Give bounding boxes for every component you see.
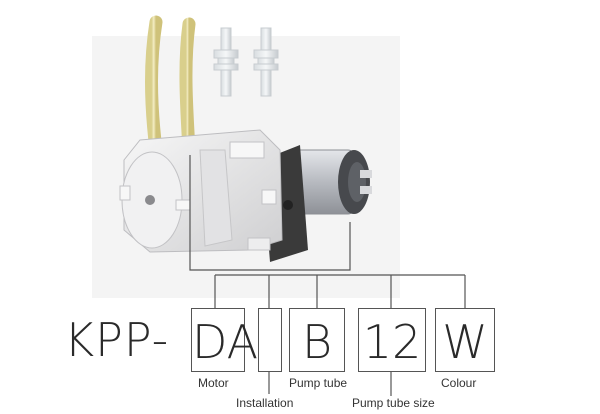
pump-tubes (145, 15, 196, 157)
pump-tube-size-code: 12 (362, 315, 422, 369)
motor-code-box: DA (191, 308, 259, 372)
installation-code-box (258, 308, 282, 372)
colour-code-box: W (435, 308, 495, 372)
pump-tube-size-code-box: 12 (358, 308, 426, 372)
installation-label: Installation (236, 396, 294, 410)
pump-tube-size-label: Pump tube size (352, 396, 435, 410)
motor-body (291, 149, 372, 215)
pump-tube-code: B (301, 315, 333, 369)
pump-tube-label: Pump tube (289, 376, 348, 390)
pump-tube-code-box: B (289, 308, 345, 372)
colour-code: W (442, 315, 488, 369)
colour-label: Colour (441, 376, 477, 390)
model-prefix: KPP- (64, 313, 170, 367)
motor-code: DA (192, 315, 259, 369)
callout-lines (189, 155, 466, 396)
motor-label: Motor (198, 376, 229, 390)
tube-connectors (213, 27, 279, 97)
pump-housing (119, 129, 283, 253)
